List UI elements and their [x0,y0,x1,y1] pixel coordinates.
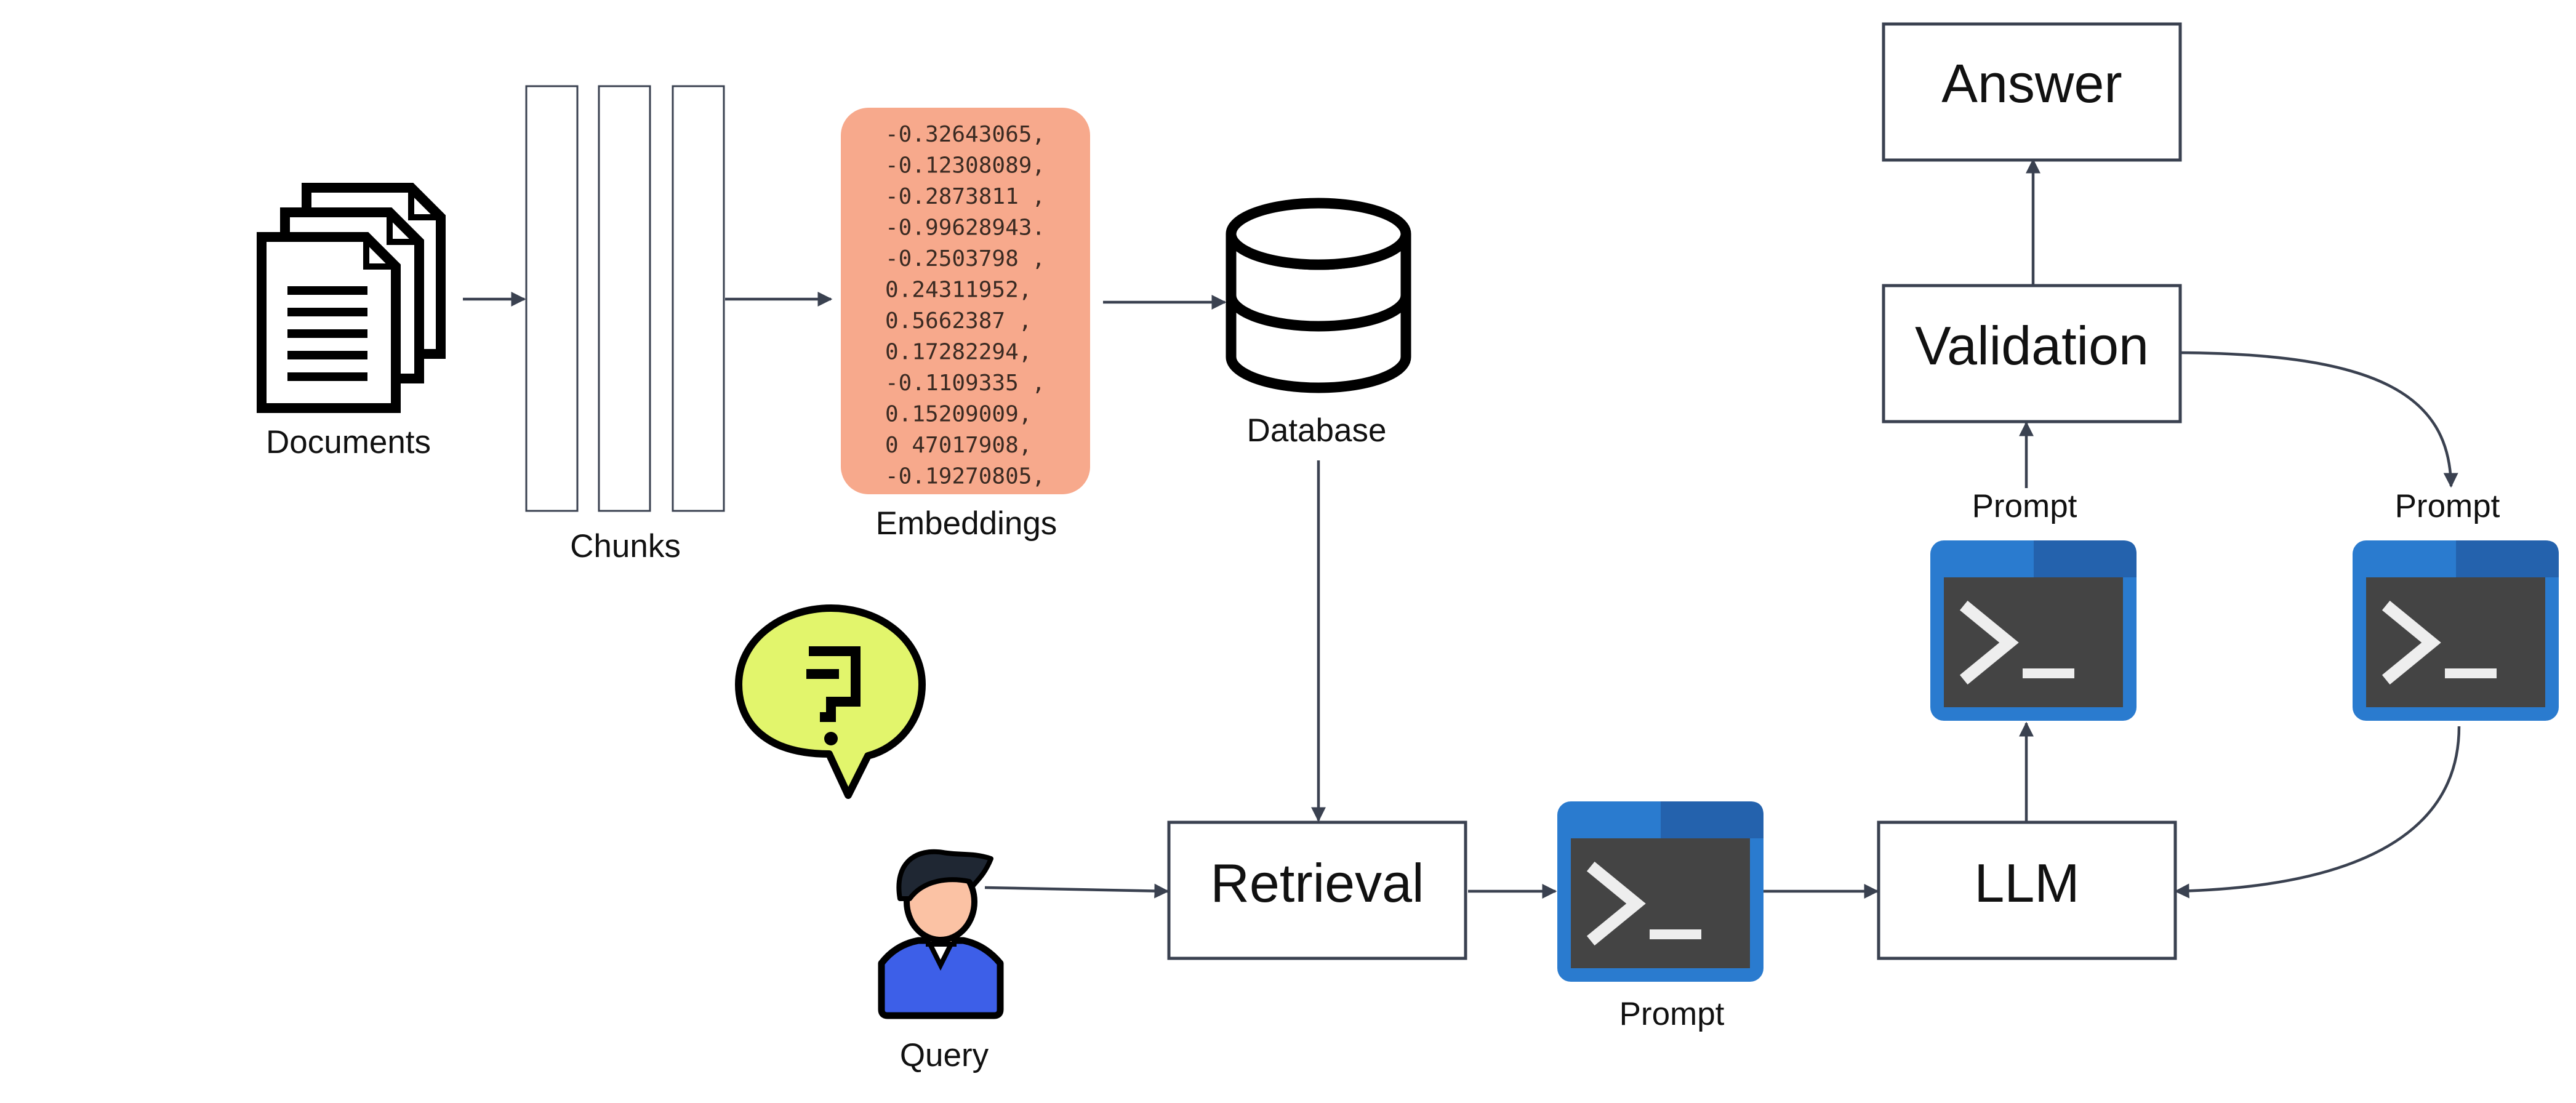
right-prompt-to-llm-curve [2174,726,2461,899]
validation-box: Validation [1882,284,2182,423]
retrieval-box: Retrieval [1167,820,1467,960]
query-label: Query [900,1037,989,1073]
llm-box: LLM [1877,820,2177,960]
database-label: Database [1247,412,1387,449]
embedding-value: -0.32643065, [885,122,1045,147]
chunk-3 [672,85,725,512]
embeddings-label: Embeddings [876,505,1057,542]
validation-to-right-prompt-curve [2180,351,2458,488]
documents-label: Documents [266,424,431,460]
documents-icon [257,183,446,413]
embedding-value: -0.2873811 , [885,184,1045,209]
prompt-upper-label: Prompt [1972,488,2077,524]
embedding-value: 0.24311952, [885,278,1032,303]
query-to-retrieval-arrow [984,883,1170,899]
retrieval-label: Retrieval [1210,852,1424,913]
connectors [463,158,2461,899]
embedding-values-list: -0.32643065, -0.12308089, -0.2873811 , -0.9… [885,122,1045,489]
chunks-group [525,85,725,512]
database-icon [1226,198,1411,393]
answer-box: Answer [1882,22,2182,162]
embedding-value: 0 47017908, [885,433,1032,458]
answer-label: Answer [1941,53,2122,114]
embeddings-block [841,108,1090,494]
llm-label: LLM [1974,852,2079,913]
person-icon [878,849,1004,1019]
embedding-value: -0.19270805, [885,464,1045,489]
chunk-1 [525,85,579,512]
terminal-icon [1930,540,2137,721]
embedding-value: -0.12308089, [885,153,1045,178]
embedding-value: -0.99628943. [885,215,1045,241]
validation-label: Validation [1915,315,2149,376]
embedding-value: -0.2503798 , [885,246,1045,271]
chunks-label: Chunks [570,528,681,564]
chunk-2 [598,85,651,512]
prompt-right-label: Prompt [2395,488,2500,524]
terminal-icon [2353,540,2559,721]
prompt-main-label: Prompt [1619,996,1725,1032]
speech-bubble-icon [735,604,926,799]
terminal-icon [1557,801,1763,982]
embedding-value: 0.17282294, [885,340,1032,365]
embedding-value: -0.1109335 , [885,371,1045,396]
embedding-value: 0.5662387 , [885,308,1032,334]
embedding-value: 0.15209009, [885,402,1032,427]
